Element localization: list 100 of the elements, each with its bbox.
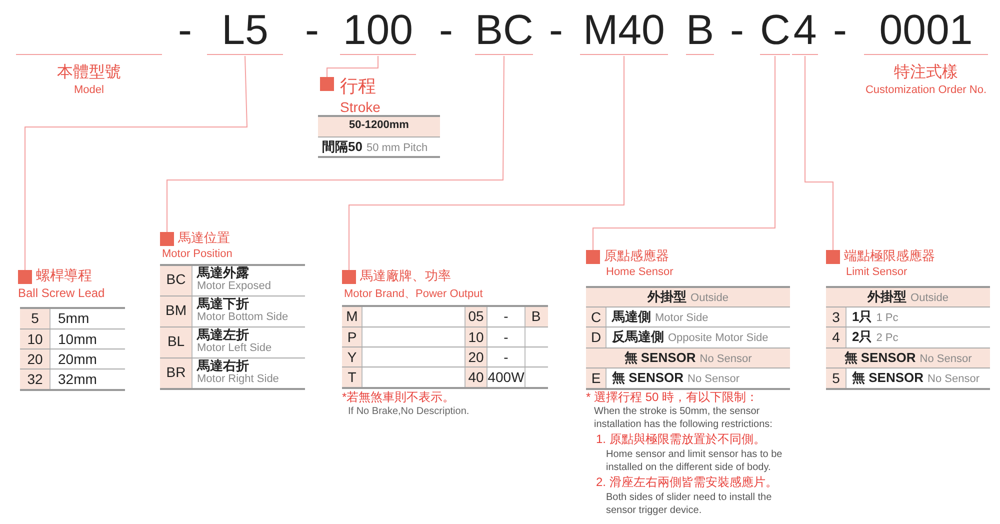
note-text: When the stroke is 50mm, the sensor installation has the following restrictions:: [594, 405, 774, 431]
table-text: T: [348, 370, 356, 386]
table-text: 05: [468, 309, 484, 324]
table-text: -: [504, 350, 508, 366]
separator-dash: -: [178, 5, 192, 55]
table-text: 1 Pc: [876, 312, 898, 324]
code-segment: L5: [207, 4, 283, 55]
leader-line: [348, 56, 624, 270]
code-segment: 0001: [864, 4, 988, 55]
table-text: Outside: [910, 292, 948, 304]
separator-dash: -: [439, 5, 453, 55]
code-segment: 4: [792, 4, 818, 55]
table-text: 20: [468, 350, 484, 366]
table-text: 32mm: [58, 372, 97, 388]
table-text: 10mm: [58, 332, 97, 348]
table-text: No Sensor: [688, 373, 740, 386]
table-text: Y: [347, 350, 357, 366]
table-text: 10: [468, 330, 484, 346]
leader-line: [166, 56, 504, 232]
table-text: 無 SENSOR: [612, 371, 684, 386]
table-text: 5: [832, 371, 840, 386]
caption-text: 特注式樣: [894, 62, 958, 83]
note-text: 2. 滑座左右兩側皆需安裝感應片。: [596, 476, 778, 490]
section-heading: 端點極限感應器: [844, 247, 935, 265]
table-text: No Sensor: [920, 353, 972, 366]
table-text: -: [504, 309, 508, 324]
table-text: M: [346, 309, 358, 324]
note-text: If No Brake,No Description.: [348, 406, 470, 417]
separator-dash: -: [833, 5, 847, 55]
table-text: C: [590, 310, 602, 326]
leader-line: [592, 56, 776, 250]
table-text: Motor Exposed: [197, 280, 271, 292]
leader-line: [804, 56, 834, 250]
table-text: No Sensor: [928, 373, 980, 386]
note-text: *若無煞車則不表示。: [342, 391, 455, 404]
table-text: 2只: [852, 330, 872, 344]
table-text: BL: [167, 334, 185, 350]
note-text: Home sensor and limit sensor has to be installed on the different side of body.: [606, 448, 784, 474]
table-text: 400W: [488, 370, 524, 386]
table-text: 2 Pc: [876, 332, 898, 344]
code-segment: M40: [580, 4, 668, 55]
table-text: 1只: [852, 310, 872, 324]
section-subheading: Motor Brand、Power Output: [344, 287, 483, 301]
leader-line: [326, 56, 378, 78]
table-text: 4: [832, 330, 840, 346]
table-text: 無 SENSOR: [624, 351, 696, 366]
section-subheading: Ball Screw Lead: [18, 286, 105, 300]
table-text: 馬達側: [612, 310, 651, 324]
separator-dash: -: [549, 5, 563, 55]
table-text: B: [531, 309, 541, 324]
table-text: E: [591, 371, 601, 386]
table-text: 馬達右折: [197, 359, 249, 374]
section-subheading: Motor Position: [162, 248, 232, 260]
table-text: 3: [832, 310, 840, 326]
section-heading: 行程: [340, 75, 376, 98]
section-subheading: Home Sensor: [606, 266, 674, 278]
separator-dash: -: [730, 5, 744, 55]
table-text: 馬達外露: [197, 266, 249, 280]
section-heading: 螺桿導程: [36, 267, 92, 285]
table-text: 無 SENSOR: [852, 371, 924, 386]
table-text: 外掛型: [868, 290, 907, 304]
table-text: Motor Side: [655, 312, 708, 324]
table-text: 外掛型: [648, 290, 687, 304]
code-segment: C: [760, 4, 790, 55]
table-text: 無 SENSOR: [844, 351, 916, 366]
table-text: P: [347, 330, 357, 346]
note-text: Both sides of slider need to install the sensor trigger device.: [606, 491, 773, 517]
note-text: * 選擇行程 50 時，有以下限制：: [586, 391, 758, 404]
table-text: BC: [166, 272, 186, 288]
table-text: 20mm: [58, 352, 97, 368]
table-text: 50 mm Pitch: [366, 142, 428, 154]
table-text: -: [504, 330, 508, 346]
table-text: Motor Left Side: [197, 342, 272, 354]
table-text: Opposite Motor Side: [668, 332, 768, 344]
table-text: 20: [27, 352, 43, 368]
table-text: D: [590, 330, 602, 346]
table-text: BR: [166, 365, 186, 380]
section-heading: 原點感應器: [604, 247, 669, 265]
section-subheading: Limit Sensor: [846, 266, 908, 278]
section-heading: 馬達位置: [178, 229, 230, 247]
section-heading: 馬達廠牌、功率: [360, 267, 451, 285]
table-text: 50-1200mm: [349, 119, 409, 132]
code-segment: 100: [340, 4, 416, 55]
caption-subtext: Model: [74, 84, 104, 96]
note-text: 1. 原點與極限需放置於不同側。: [596, 433, 766, 446]
table-text: 反馬達側: [612, 330, 664, 344]
caption-subtext: Customization Order No.: [865, 84, 987, 96]
separator-dash: -: [305, 5, 319, 55]
table-text: No Sensor: [700, 353, 752, 366]
table-text: Motor Right Side: [197, 373, 279, 386]
table-text: 5: [31, 311, 39, 326]
table-text: 馬達左折: [197, 328, 249, 342]
caption-text: 本體型號: [57, 62, 121, 83]
section-subheading: Stroke: [340, 99, 380, 115]
table-text: Motor Bottom Side: [197, 311, 288, 324]
code-segment: BC: [475, 4, 533, 55]
table-text: 40: [468, 370, 484, 386]
table-text: BM: [166, 303, 186, 318]
table-text: Outside: [690, 292, 728, 304]
code-segment: B: [686, 4, 714, 55]
